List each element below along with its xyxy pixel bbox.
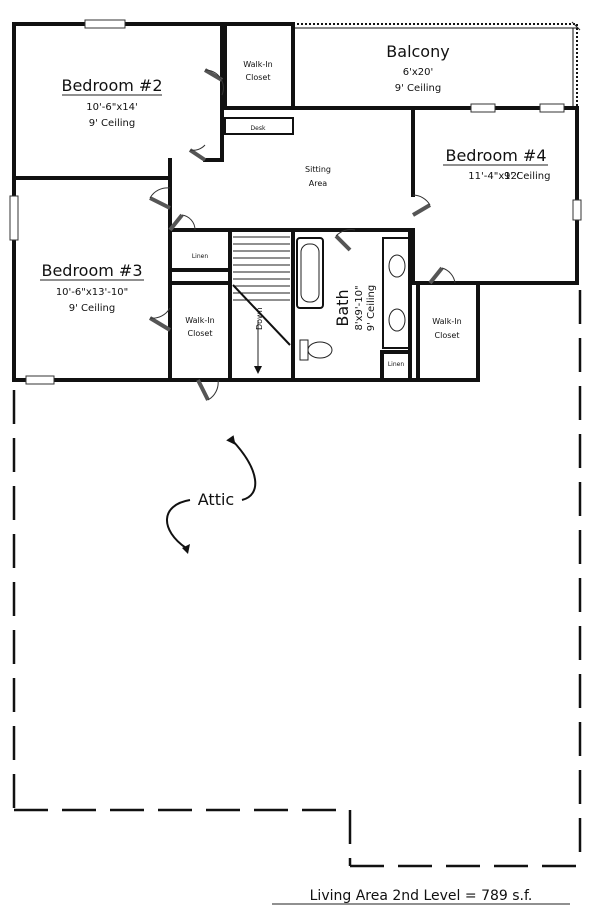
sitting-line1: Sitting: [305, 165, 331, 174]
linen-a-label: Linen: [192, 253, 209, 260]
arrow-down-icon: [182, 544, 190, 554]
bedroom2-name: Bedroom #2: [61, 76, 162, 95]
bedroom3-name: Bedroom #3: [41, 261, 142, 280]
walkin-c-line2: Closet: [435, 331, 460, 340]
walkin-a-line2: Closet: [246, 73, 271, 82]
bedroom4-ceiling: 9' Ceiling: [504, 171, 550, 182]
stairs-arrow-icon: [254, 366, 262, 374]
bathtub: [296, 237, 324, 309]
attic-perimeter: [12, 290, 582, 868]
bath-size: 8'x9'-10": [354, 285, 365, 330]
windows: [9, 19, 582, 385]
walkin-b-line2: Closet: [188, 329, 213, 338]
toilet-tank: [299, 339, 309, 361]
living-area-footer: Living Area 2nd Level = 789 s.f.: [310, 888, 533, 904]
sink-2: [388, 308, 406, 332]
bath-ceiling: 9' Ceiling: [366, 285, 377, 331]
linen-b-label: Linen: [388, 361, 405, 368]
desk-label: Desk: [251, 125, 266, 132]
stairs-label: Down: [255, 307, 264, 330]
balcony-ceiling: 9' Ceiling: [395, 83, 441, 94]
walkin-c-line1: Walk-In: [432, 317, 461, 326]
staircase: [232, 236, 291, 374]
bedroom3-ceiling: 9' Ceiling: [69, 303, 115, 314]
sitting-line2: Area: [309, 179, 328, 188]
bedroom3-size: 10'-6"x13'-10": [56, 287, 128, 298]
bath-name: Bath: [333, 289, 352, 326]
toilet-bowl: [307, 341, 333, 359]
balcony-railing: [293, 21, 581, 108]
doors: [148, 68, 456, 401]
balcony-name: Balcony: [386, 42, 449, 61]
vanity: [382, 237, 411, 349]
bath-fixtures: [296, 237, 411, 361]
interior-walls: [12, 26, 480, 382]
attic-arrows: [166, 435, 257, 554]
attic-label: Attic: [198, 490, 234, 509]
sink-1: [388, 254, 406, 278]
balcony-size: 6'x20': [403, 67, 434, 78]
bedroom2-ceiling: 9' Ceiling: [89, 118, 135, 129]
bedroom2-size: 10'-6"x14': [86, 102, 137, 113]
bedroom4-size: 11'-4"x12': [468, 171, 519, 182]
walkin-a-line1: Walk-In: [243, 60, 272, 69]
bath-labels: Bath 8'x9'-10" 9' Ceiling: [333, 285, 377, 331]
arrow-up-icon: [226, 435, 236, 445]
walkin-b-line1: Walk-In: [185, 316, 214, 325]
bedroom4-name: Bedroom #4: [445, 146, 546, 165]
exterior-walls: [12, 22, 579, 382]
